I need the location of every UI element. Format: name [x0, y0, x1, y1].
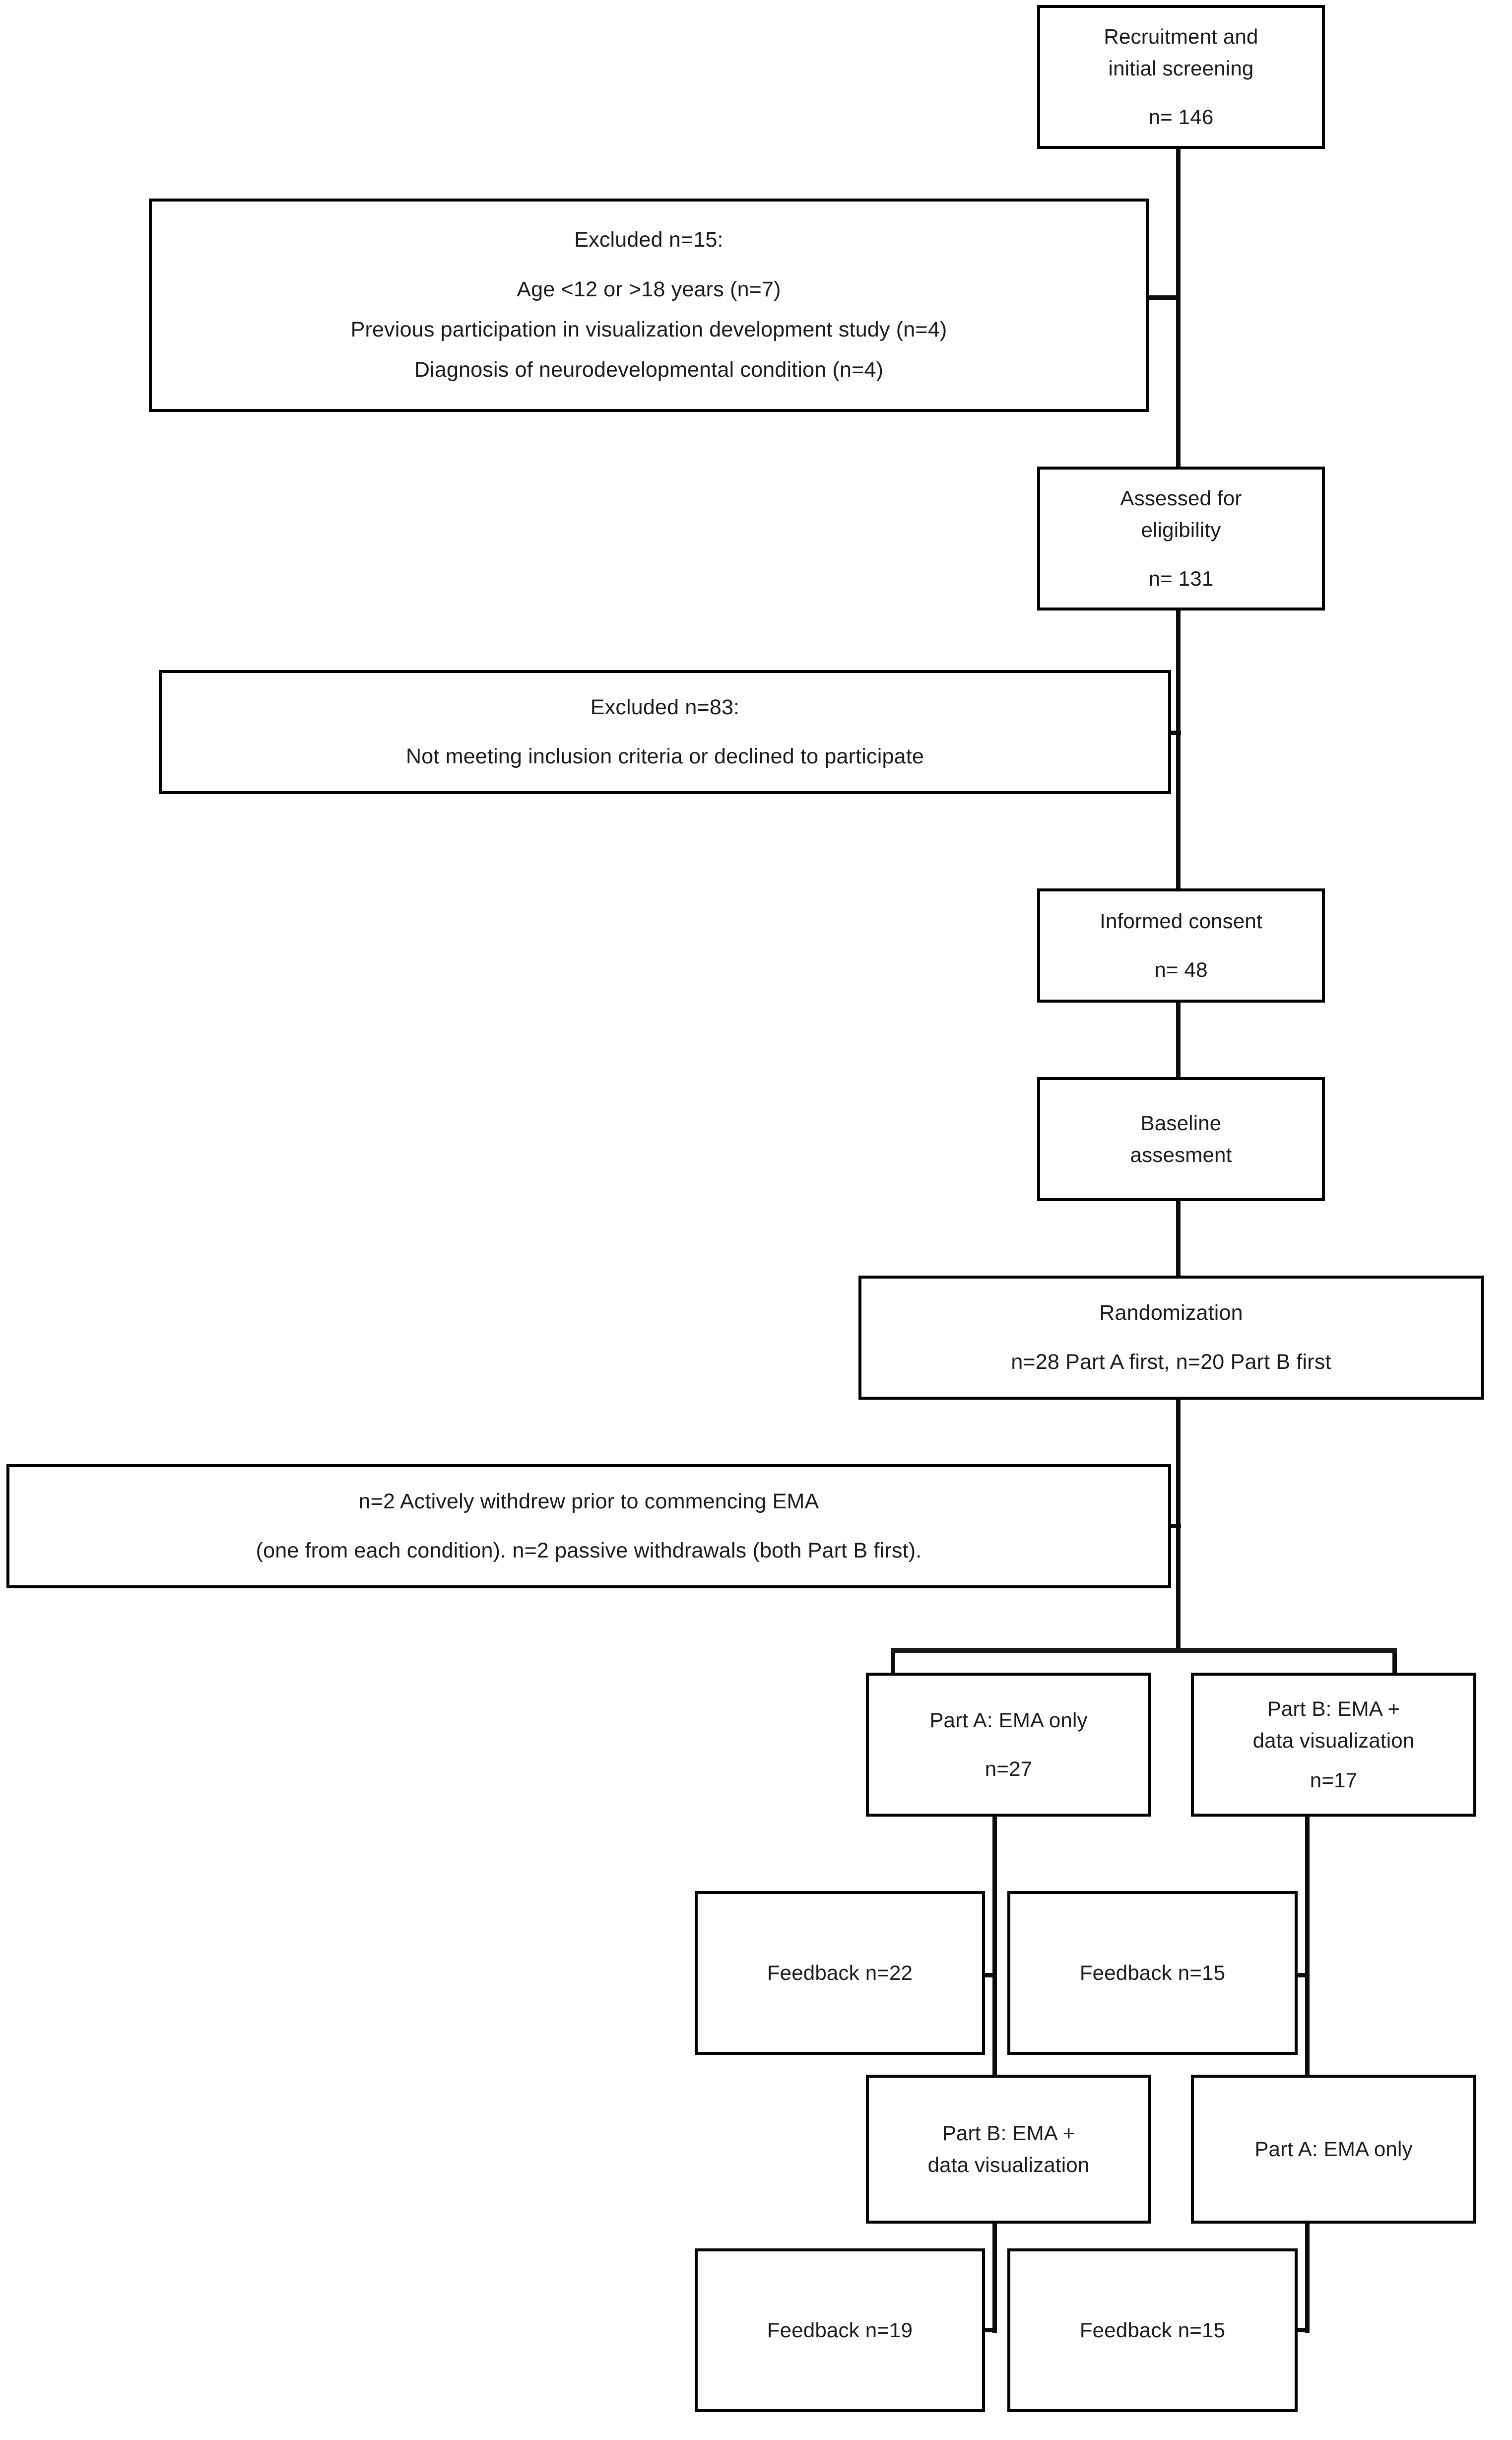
- connector-feedback2-left-stub: [985, 2328, 996, 2332]
- period1-right-label-1: Part B: EMA +: [1267, 1697, 1400, 1721]
- period2-left-label-2: data visualization: [927, 2153, 1090, 2176]
- randomization-line-1: Randomization: [1099, 1300, 1243, 1325]
- connector-consent-to-baseline: [1176, 1003, 1181, 1077]
- connector-eligibility-to-consent: [1176, 608, 1181, 891]
- withdrawals-box: n=2 Actively withdrew prior to commencin…: [6, 1464, 1171, 1588]
- connector-withdrawals-stub: [1169, 1524, 1181, 1528]
- eligibility-line-1: Assessed for: [1120, 486, 1242, 510]
- randomization-box: Randomization n=28 Part A first, n=20 Pa…: [858, 1276, 1484, 1400]
- period1-right-count: n=17: [1310, 1768, 1358, 1792]
- withdrawals-line-1: n=2 Actively withdrew prior to commencin…: [358, 1489, 819, 1513]
- feedback1-left-label: Feedback n=22: [767, 1961, 913, 1985]
- connector-excluded2-stub: [1169, 731, 1181, 735]
- period2-part-a-box: Part A: EMA only: [1191, 2075, 1476, 2224]
- informed-consent-box: Informed consent n= 48: [1037, 888, 1325, 1003]
- eligibility-line-2: eligibility: [1141, 518, 1221, 542]
- connector-split-bar-period1: [891, 1648, 1397, 1653]
- connector-excluded1-stub: [1146, 295, 1179, 300]
- excluded2-reason-1: Not meeting inclusion criteria or declin…: [406, 745, 924, 768]
- baseline-line-1: Baseline: [1140, 1111, 1222, 1135]
- feedback-period1-left-box: Feedback n=22: [695, 1891, 985, 2055]
- connector-left-arm-spine: [992, 1817, 997, 2144]
- period1-right-label-2: data visualization: [1252, 1729, 1415, 1753]
- feedback1-right-label: Feedback n=15: [1079, 1961, 1226, 1985]
- eligibility-count: n= 131: [1148, 566, 1214, 590]
- period2-part-b-box: Part B: EMA + data visualization: [866, 2075, 1151, 2224]
- excluded1-reason-3: Diagnosis of neurodevelopmental conditio…: [414, 358, 884, 382]
- connector-left-arm-spine-lower: [992, 2224, 997, 2333]
- eligibility-box: Assessed for eligibility n= 131: [1037, 467, 1325, 610]
- excluded1-reason-1: Age <12 or >18 years (n=7): [517, 277, 781, 301]
- baseline-assessment-box: Baseline assesment: [1037, 1077, 1325, 1201]
- connector-feedback1-right-stub: [1297, 1973, 1309, 1977]
- consent-count: n= 48: [1154, 958, 1208, 981]
- excluded2-heading: Excluded n=83:: [590, 695, 740, 719]
- recruitment-count: n= 146: [1148, 105, 1214, 129]
- feedback2-right-label: Feedback n=15: [1079, 2318, 1226, 2342]
- recruitment-line-2: initial screening: [1108, 57, 1254, 80]
- period1-left-label: Part A: EMA only: [929, 1708, 1088, 1732]
- feedback-period2-right-box: Feedback n=15: [1007, 2248, 1298, 2412]
- excluded1-reason-2: Previous participation in visualization …: [350, 318, 947, 341]
- randomization-allocation: n=28 Part A first, n=20 Part B first: [1011, 1350, 1331, 1374]
- feedback-period2-left-box: Feedback n=19: [695, 2248, 985, 2412]
- period1-part-a-box: Part A: EMA only n=27: [866, 1673, 1151, 1817]
- connector-feedback2-right-stub: [1297, 2328, 1309, 2332]
- connector-baseline-to-randomization: [1176, 1201, 1181, 1281]
- recruitment-line-1: Recruitment and: [1104, 25, 1258, 49]
- excluded1-heading: Excluded n=15:: [574, 228, 723, 252]
- connector-feedback1-left-stub: [985, 1973, 996, 1977]
- recruitment-box: Recruitment and initial screening n= 146: [1037, 5, 1325, 149]
- connector-right-arm-spine-lower: [1305, 2224, 1310, 2333]
- feedback-period1-right-box: Feedback n=15: [1007, 1891, 1298, 2055]
- feedback2-left-label: Feedback n=19: [767, 2318, 913, 2342]
- baseline-line-2: assesment: [1130, 1143, 1232, 1166]
- connector-right-arm-spine: [1305, 1817, 1310, 2144]
- period1-part-b-box: Part B: EMA + data visualization n=17: [1191, 1673, 1476, 1817]
- excluded-eligibility-box: Excluded n=83: Not meeting inclusion cri…: [159, 670, 1171, 794]
- period2-left-label-1: Part B: EMA +: [942, 2121, 1075, 2145]
- connector-recruitment-to-eligibility: [1176, 144, 1181, 472]
- consent-line-1: Informed consent: [1100, 909, 1262, 933]
- period1-left-count: n=27: [985, 1757, 1033, 1780]
- withdrawals-line-2: (one from each condition). n=2 passive w…: [256, 1539, 922, 1562]
- period2-right-label: Part A: EMA only: [1254, 2137, 1413, 2161]
- excluded-screening-box: Excluded n=15: Age <12 or >18 years (n=7…: [149, 199, 1149, 412]
